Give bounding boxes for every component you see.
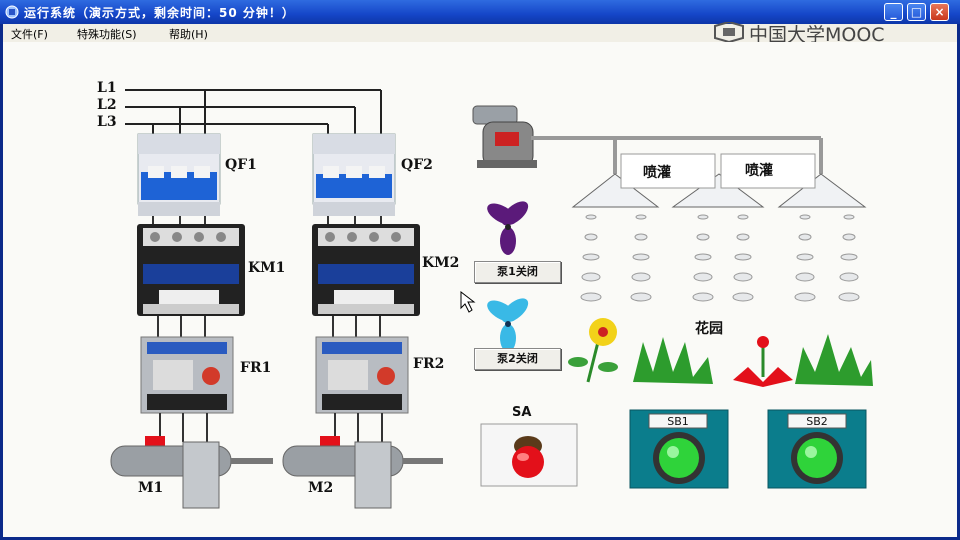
motor-m1[interactable]: [110, 436, 273, 509]
sprinkler-label-2: 喷灌: [745, 163, 773, 179]
simulation-canvas: L1 L2 L3 QF1 QF2 KM1 KM2 FR1 FR2 M1 M2 喷…: [3, 42, 957, 537]
title-bar: 运行系统（演示方式，剩余时间：50 分钟！） _ □ ×: [0, 0, 960, 24]
menu-help[interactable]: 帮助(H): [169, 28, 208, 41]
app-icon: [5, 5, 19, 19]
breaker-qf1[interactable]: [137, 133, 221, 216]
wires-middle: [157, 316, 381, 338]
maximize-button[interactable]: □: [907, 3, 926, 21]
grass-1-icon: [633, 337, 713, 384]
flower-yellow-icon: [568, 318, 618, 383]
contactor-km1[interactable]: [137, 224, 245, 316]
label-km2: KM2: [422, 255, 460, 271]
water-pipes: [531, 136, 823, 174]
sprinkler-box-1: [620, 153, 716, 189]
label-fr2: FR2: [413, 356, 445, 372]
water-pump: [472, 105, 537, 168]
garden-label: 花园: [695, 321, 723, 337]
thermal-relay-fr1[interactable]: [140, 336, 234, 414]
line-label-l1: L1: [97, 80, 117, 96]
label-sa: SA: [512, 405, 532, 420]
label-m2: M2: [308, 480, 334, 496]
label-qf1: QF1: [225, 157, 257, 173]
menu-file[interactable]: 文件(F): [11, 28, 48, 41]
window-title: 运行系统（演示方式，剩余时间：50 分钟！）: [24, 6, 295, 20]
label-km1: KM1: [248, 260, 286, 276]
switch-sa[interactable]: [480, 423, 578, 487]
fan-1-icon: [487, 201, 529, 255]
wires-lower: [159, 413, 383, 442]
line-label-l2: L2: [97, 97, 117, 113]
menu-special[interactable]: 特殊功能(S): [77, 28, 137, 41]
menu-bar: 文件(F) 特殊功能(S) 帮助(H): [3, 24, 957, 42]
label-fr1: FR1: [240, 360, 272, 376]
motor-m2[interactable]: [282, 436, 443, 509]
contactor-km2[interactable]: [312, 224, 420, 316]
label-sb1: SB1: [667, 415, 689, 428]
water-droplets: [580, 214, 860, 302]
label-sb2: SB2: [806, 415, 828, 428]
mooc-logo-icon: [714, 22, 744, 42]
sprinkler-box-2: [720, 153, 816, 189]
close-button[interactable]: ×: [930, 3, 949, 21]
label-m1: M1: [138, 480, 164, 496]
circuit-diagram: [110, 89, 873, 509]
breaker-qf2[interactable]: [312, 133, 396, 216]
sprinkler-heads: [571, 173, 867, 208]
line-label-l3: L3: [97, 114, 117, 130]
thermal-relay-fr2[interactable]: [315, 336, 409, 414]
watermark-text: 中国大学MOOC: [749, 24, 885, 46]
power-lines: [125, 89, 382, 140]
minimize-button[interactable]: _: [884, 3, 903, 21]
fan-2-icon: [487, 298, 529, 352]
pump2-button[interactable]: 泵2关闭: [474, 348, 561, 370]
sprinkler-label-1: 喷灌: [643, 165, 671, 181]
push-button-sb1[interactable]: [629, 409, 729, 489]
push-button-sb2[interactable]: [767, 409, 867, 489]
flower-red-icon: [733, 336, 793, 387]
pump1-button[interactable]: 泵1关闭: [474, 261, 561, 283]
watermark: 中国大学MOOC: [713, 20, 953, 46]
mouse-cursor-icon: [460, 290, 476, 313]
grass-2-icon: [795, 334, 873, 386]
label-qf2: QF2: [401, 157, 433, 173]
